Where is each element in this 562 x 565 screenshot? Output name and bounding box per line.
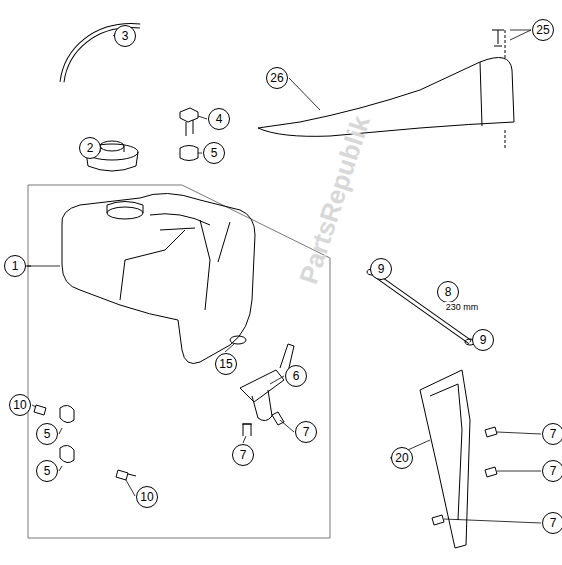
callout-number: 6 <box>285 365 307 387</box>
callout-number: 10 <box>136 486 158 508</box>
callout-number: 9 <box>370 258 392 280</box>
callout-number: 7 <box>295 421 317 443</box>
callout-number: 20 <box>391 447 413 469</box>
callout-number: 15 <box>215 353 237 375</box>
callout-number: 10 <box>9 394 31 416</box>
dimension-label: 230 mm <box>445 302 480 312</box>
callout-number: 25 <box>532 19 554 41</box>
callout-number: 7 <box>542 460 562 482</box>
callout-number: 1 <box>4 255 26 277</box>
callout-number: 8 <box>437 281 459 303</box>
callout-number: 7 <box>542 423 562 445</box>
callout-number: 5 <box>36 423 58 445</box>
callout-number: 4 <box>208 108 230 130</box>
callout-number: 9 <box>472 329 494 351</box>
callout-number: 3 <box>114 25 136 47</box>
callout-number: 5 <box>203 142 225 164</box>
watermark: PartsRepublik <box>293 112 377 288</box>
callout-number: 5 <box>36 460 58 482</box>
callout-number: 7 <box>542 512 562 534</box>
callout-number: 26 <box>266 67 288 89</box>
callout-number: 2 <box>79 137 101 159</box>
callout-number: 7 <box>232 444 254 466</box>
